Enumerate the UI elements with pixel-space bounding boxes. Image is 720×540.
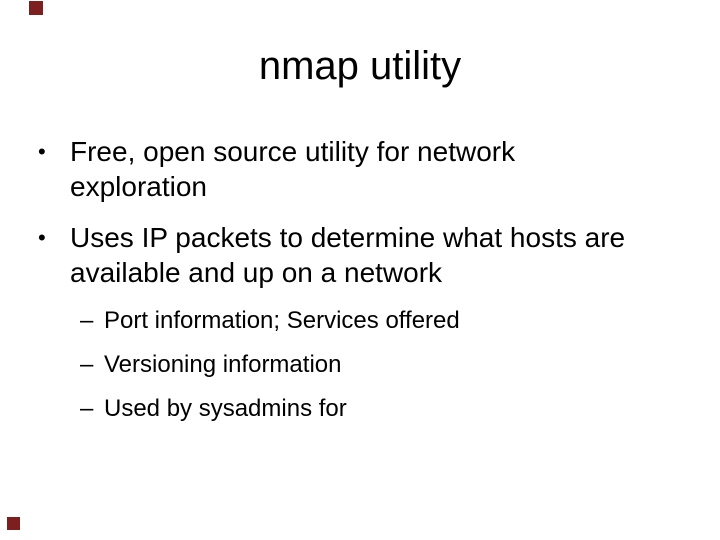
bullet-item-2: • Uses IP packets to determine what host… xyxy=(38,220,702,290)
sub-bullet-group: – Port information; Services offered – V… xyxy=(80,306,702,424)
bullet-item-1-text: Free, open source utility for network ex… xyxy=(70,134,702,204)
sub-bullet-text: Port information; Services offered xyxy=(104,307,460,334)
bullet-line: available and up on a network xyxy=(70,257,443,288)
bullet-item-2-text: Uses IP packets to determine what hosts … xyxy=(70,220,702,290)
slide-body: • Free, open source utility for network … xyxy=(38,134,702,438)
sub-bullet-item-2: – Versioning information xyxy=(80,350,702,380)
dash-marker-icon: – xyxy=(80,307,94,334)
sub-bullet-item-1: – Port information; Services offered xyxy=(80,306,702,336)
sub-bullet-text: Used by sysadmins for xyxy=(104,395,347,422)
bullet-line: Uses IP packets to determine what hosts … xyxy=(70,222,626,253)
sub-bullet-item-3: – Used by sysadmins for xyxy=(80,394,702,424)
bullet-item-1: • Free, open source utility for network … xyxy=(38,134,702,204)
dash-marker-icon: – xyxy=(80,351,94,378)
accent-square-top-left xyxy=(29,1,43,15)
bullet-dot-icon: • xyxy=(38,225,46,250)
slide-title: nmap utility xyxy=(258,44,462,88)
bullet-dot-icon: • xyxy=(38,139,46,164)
bullet-line: exploration xyxy=(70,171,207,202)
dash-marker-icon: – xyxy=(80,395,94,422)
sub-bullet-text: Versioning information xyxy=(104,351,342,378)
bullet-line: Free, open source utility for network xyxy=(70,136,516,167)
accent-square-bottom-left xyxy=(7,517,20,530)
